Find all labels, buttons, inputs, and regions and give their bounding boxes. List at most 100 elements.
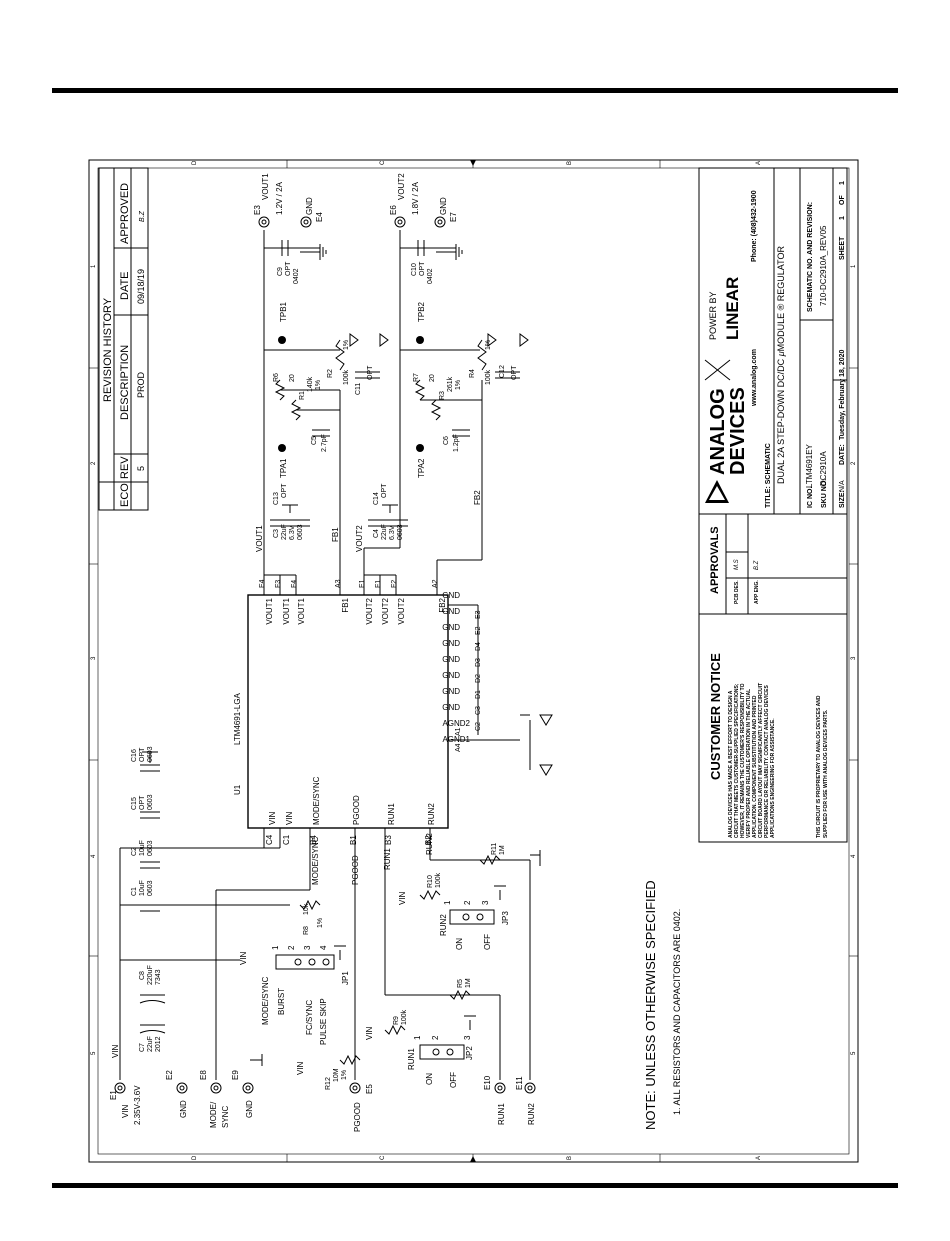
- ic-part: LTM4691-LGA: [233, 692, 242, 745]
- rev-cell-approved: B.Z: [139, 210, 146, 222]
- c14-ref: C14: [373, 492, 380, 505]
- title-label: TITLE: SCHEMATIC: [765, 443, 772, 508]
- c10-val: OPT: [419, 261, 426, 276]
- bottom-rule: [52, 1183, 898, 1188]
- size-label: SIZE:: [839, 490, 846, 508]
- tp-tpb1: TPB1: [279, 301, 288, 322]
- zone-letter: B: [567, 1156, 573, 1160]
- jp1-pin: 4: [319, 945, 328, 950]
- border-zone-marks: [89, 160, 858, 1162]
- term-e2-ref: E2: [165, 1070, 174, 1080]
- ic-left-pin: VIN: [268, 811, 277, 825]
- jp3-on: ON: [455, 938, 464, 950]
- approvals-box: APPROVALS PCB DES. M.S APP ENG. B.Z: [698, 513, 848, 615]
- customer-line: APPLICATIONS ENGINEERING FOR ASSISTANCE.: [770, 718, 776, 838]
- c9-size: 0402: [293, 268, 300, 284]
- c10-ref: C10: [411, 263, 418, 276]
- customer-line: ANALOG DEVICES HAS MADE A BEST EFFORT TO…: [728, 690, 734, 838]
- term-e1-range: 2.35V-3.6V: [133, 1085, 142, 1125]
- ic-agnd-pinnum: A4: [455, 743, 462, 752]
- rev-head-date: DATE: [119, 271, 131, 300]
- ic-agnd-pinnum: A1: [455, 727, 462, 736]
- zone-letter: A: [756, 161, 762, 165]
- customer-notice: CUSTOMER NOTICE ANALOG DEVICES HAS MADE …: [698, 613, 848, 843]
- term-e4-ref: E4: [315, 212, 324, 222]
- r2-tol: 1%: [343, 340, 350, 350]
- jp3-ref: JP3: [501, 911, 510, 925]
- ic-right-pinnum: E1: [359, 579, 366, 588]
- customer-title: CUSTOMER NOTICE: [708, 653, 723, 780]
- jp1-pin: 1: [271, 945, 280, 950]
- net-vin-jp1: VIN: [239, 951, 248, 965]
- customer-line: HOWEVER, IT REMAINS THE CUSTOMER'S RESPO…: [740, 683, 746, 838]
- net-vin-r9: VIN: [365, 1026, 374, 1040]
- term-e9-ref: E9: [231, 1070, 240, 1080]
- ic-left-pin: RUN1: [387, 803, 396, 825]
- c2-val: 10uF: [139, 840, 146, 856]
- r10-ref: R10: [427, 875, 434, 888]
- r7-val: 20: [429, 374, 436, 382]
- r5-val: 1M: [465, 978, 472, 988]
- r6-val: 20: [289, 374, 296, 382]
- term-e1-ref: E1: [109, 1090, 118, 1100]
- ic-agnd-pin: AGND2: [442, 719, 470, 728]
- c8-val: 220uF: [147, 965, 154, 985]
- resistor-symbols: [274, 339, 501, 1066]
- term-e1-net: VIN: [121, 1104, 130, 1118]
- c3-size: 0603: [297, 524, 304, 540]
- ic-gnd-pin: GND: [442, 703, 460, 712]
- term-e5-net: PGOOD: [353, 1102, 362, 1132]
- linear-logo: [704, 359, 731, 381]
- r9-val: 100k: [401, 1009, 408, 1025]
- zone-number: 4: [91, 854, 97, 858]
- zone-number: 4: [851, 854, 857, 858]
- net-fb2: FB2: [473, 490, 482, 505]
- c4-volt: 6.3V: [389, 525, 396, 540]
- approvals-app-sig: B.Z: [754, 560, 760, 570]
- ic-right-pinnum: F4: [291, 580, 298, 588]
- zone-number: 1: [91, 264, 97, 268]
- logo-devices: DEVICES: [727, 387, 749, 475]
- zone-letter: D: [192, 1155, 198, 1160]
- jp2-pin: 1: [413, 1035, 422, 1040]
- r4-val: 100k: [485, 369, 492, 385]
- term-e6-net: VOUT2: [397, 173, 406, 200]
- net-modesync: MODE/SYNC: [311, 836, 320, 885]
- size-value: N/A: [839, 480, 846, 492]
- term-e3-rating: 1.2V / 2A: [275, 181, 284, 215]
- term-e11-net: RUN2: [527, 1103, 536, 1125]
- r3-val: 261k: [447, 376, 454, 392]
- ic-u1: U1 LTM4691-LGA VIN VIN MODE/SYNC PGOOD R…: [233, 579, 482, 845]
- r8-val: 10k: [303, 903, 310, 915]
- capacitor-symbols: [139, 240, 520, 1034]
- revision-history-table: REVISION HISTORY ECO REV DESCRIPTION DAT…: [98, 167, 149, 511]
- sheet-no: 1: [839, 216, 846, 220]
- ic-right-pinnum: F2: [391, 580, 398, 588]
- c15-ref: C15: [131, 797, 138, 810]
- note-item: 1. ALL RESISTORS AND CAPACITORS ARE 0402…: [672, 909, 682, 1115]
- term-e3-net: VOUT1: [261, 173, 270, 200]
- jp1-ref: JP1: [341, 971, 350, 985]
- rev-head-rev: REV: [119, 456, 131, 479]
- customer-line: CIRCUIT BOARD LAYOUT MAY SIGNIFICANTLY A…: [758, 683, 764, 838]
- ic-left-pinnum: B2: [424, 835, 433, 845]
- approvals-pcb-sig: M.S: [734, 559, 740, 570]
- c2-size: 0603: [147, 840, 154, 856]
- ic-right-pinnum: A2: [432, 579, 439, 588]
- r9-ref: R9: [393, 1016, 400, 1025]
- r3-ref: R3: [439, 391, 446, 400]
- jp1-label1: MODE/SYNC: [261, 976, 270, 1025]
- r4-tol: 1%: [485, 340, 492, 350]
- rev-head-eco: ECO: [119, 483, 131, 507]
- jp2-pin: 3: [463, 1035, 472, 1040]
- c6-val: 1.2pF: [453, 434, 460, 452]
- ic-gnd-pin: GND: [442, 591, 460, 600]
- jp3-pin: 2: [463, 900, 472, 905]
- net-vin-r10: VIN: [398, 891, 407, 905]
- zone-number: 5: [91, 1051, 97, 1055]
- ic-gnd-pin: GND: [442, 607, 460, 616]
- jp1-label2: BURST: [277, 988, 286, 1015]
- ic-left-pinnum: C4: [265, 834, 274, 845]
- ic-ref: U1: [233, 784, 242, 795]
